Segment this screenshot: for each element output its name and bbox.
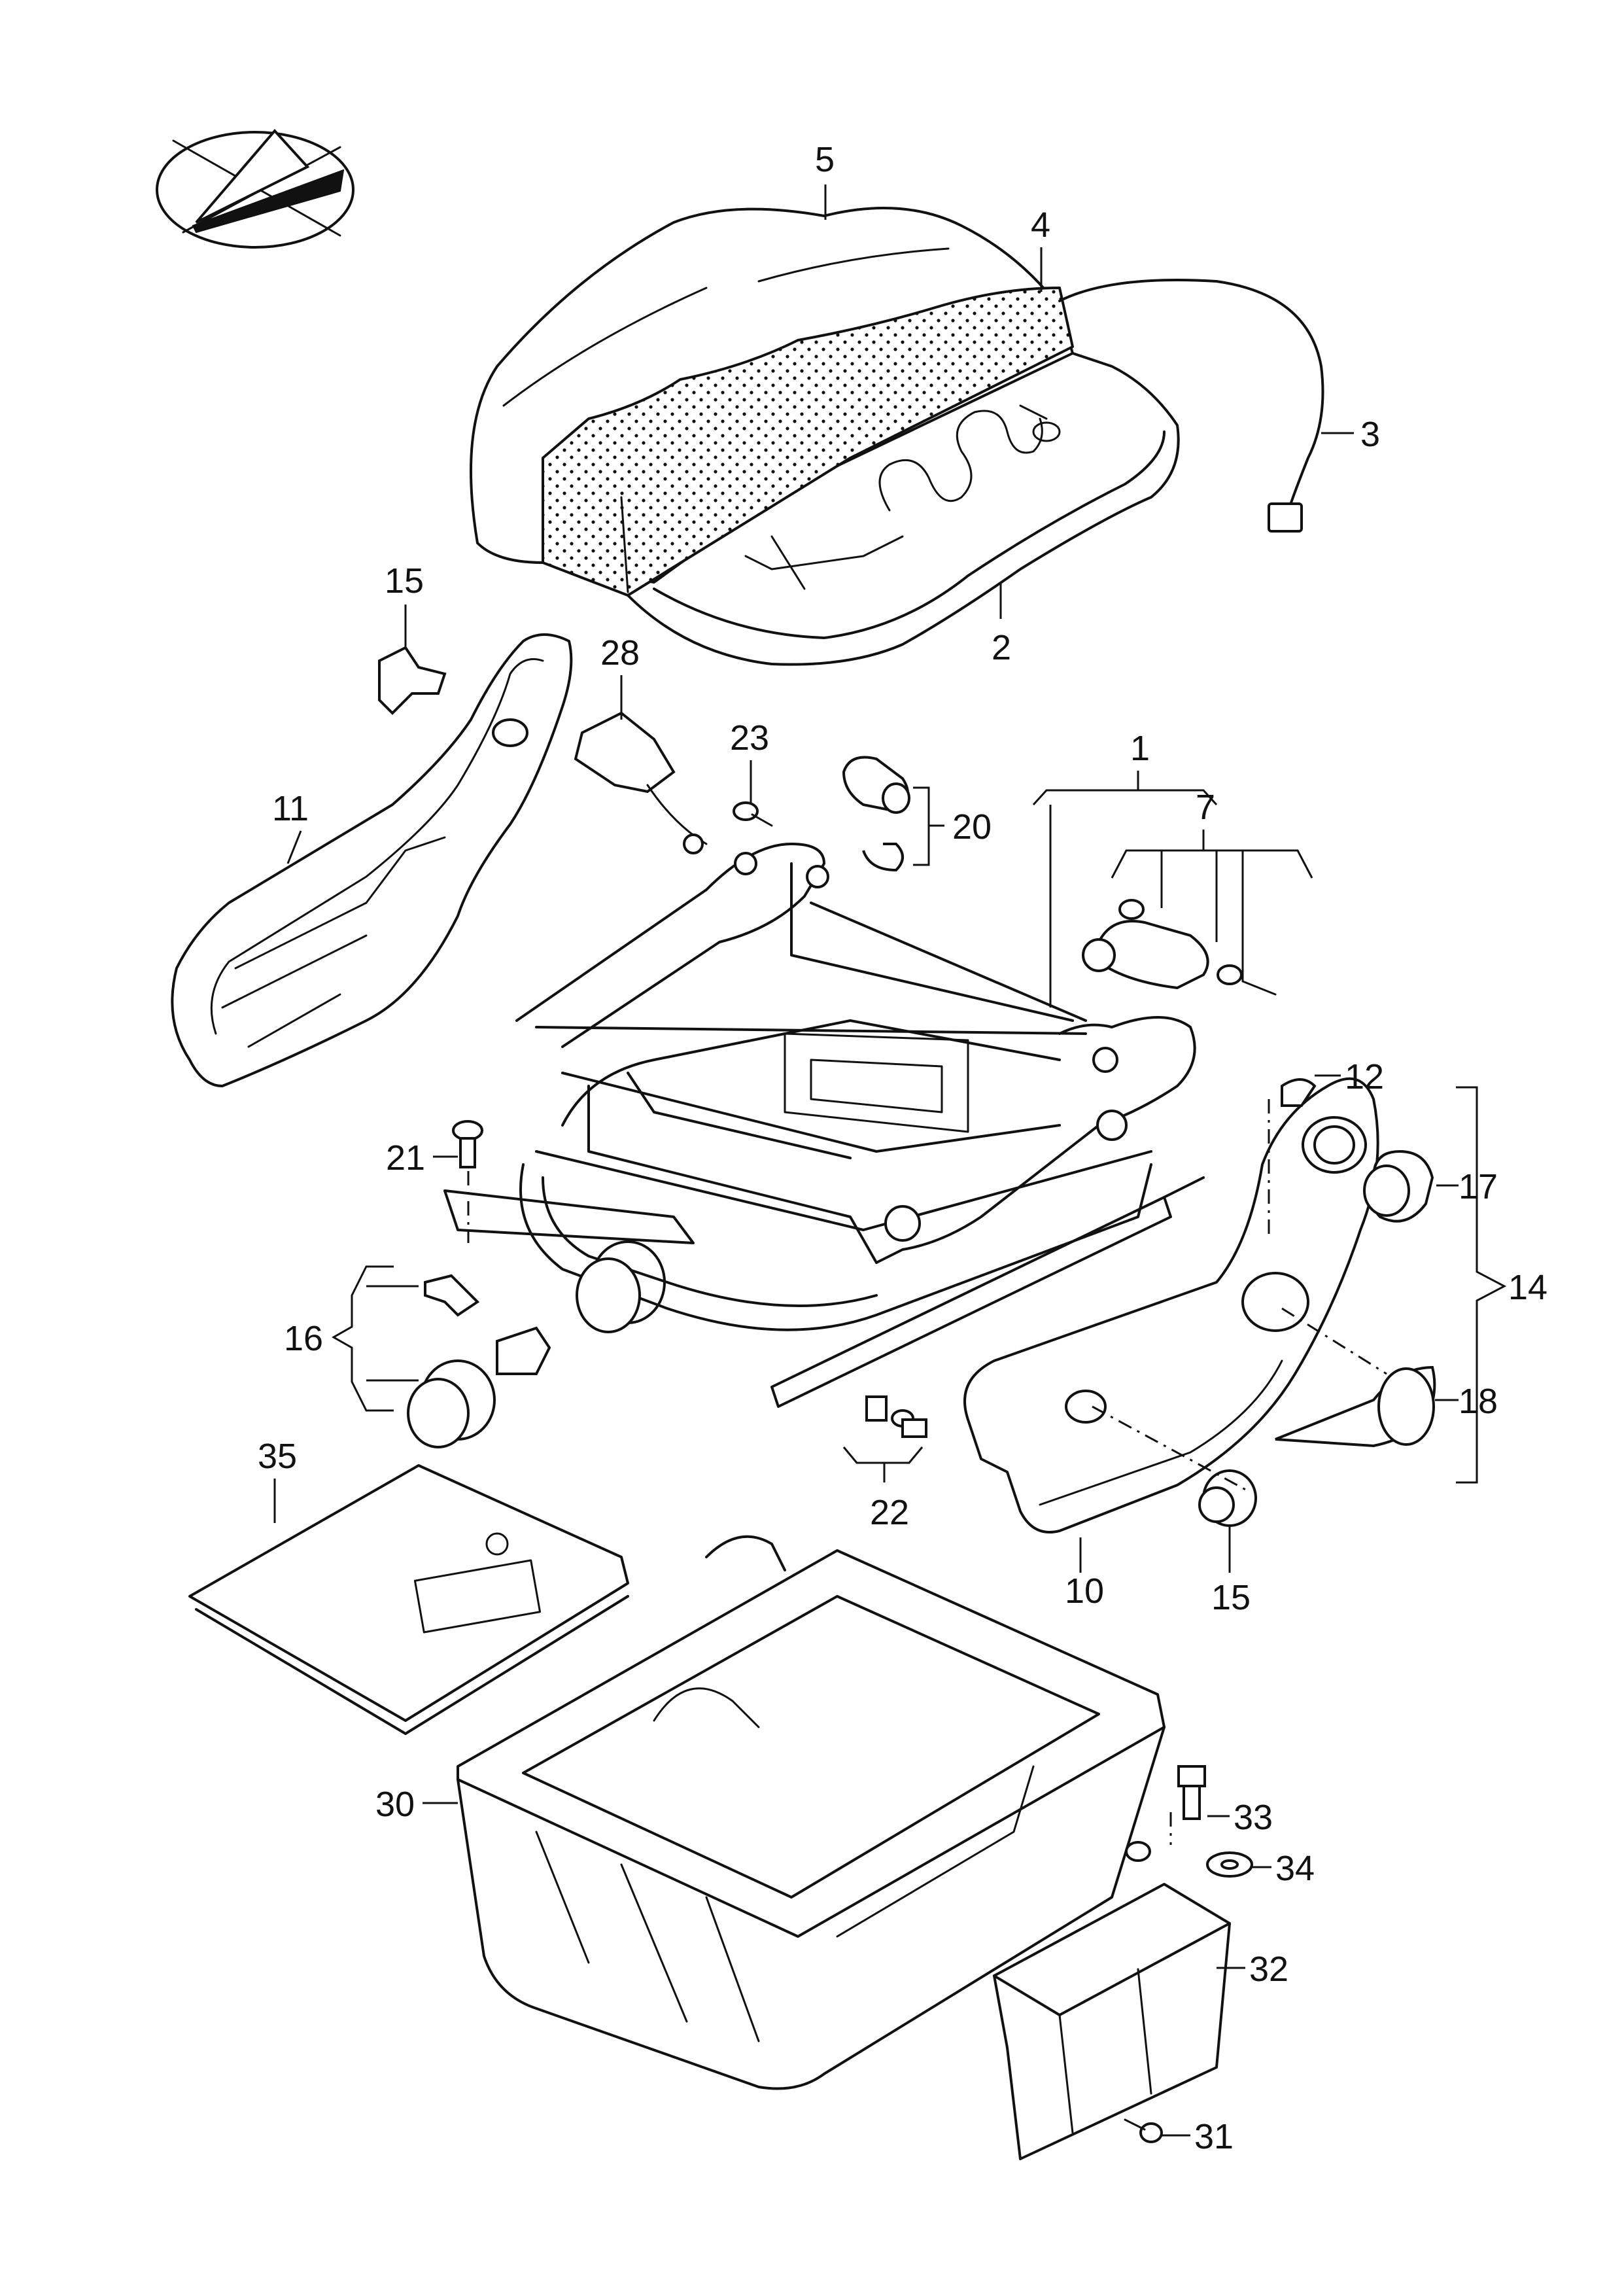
callout-23: 23 bbox=[730, 718, 769, 758]
leader-lines bbox=[273, 184, 1507, 2137]
screw-part-31 bbox=[1124, 2118, 1163, 2143]
seat-rail-part bbox=[443, 1176, 1205, 1408]
side-trim-panel-left bbox=[171, 633, 573, 1087]
nut-screw-part-22 bbox=[865, 1395, 927, 1438]
lever-part-18 bbox=[1275, 1365, 1436, 1448]
seat-frame-part bbox=[515, 843, 1196, 1331]
sleeve-part-20 bbox=[842, 756, 910, 872]
screw-part-21 bbox=[452, 1120, 483, 1168]
callout-4: 4 bbox=[1031, 205, 1050, 245]
callout-labels: 5 4 3 2 15 28 23 1 20 7 11 12 21 17 14 1… bbox=[258, 140, 1547, 2156]
base-tray-part bbox=[457, 1535, 1166, 2090]
callout-16: 16 bbox=[284, 1319, 323, 1358]
callout-30: 30 bbox=[375, 1785, 415, 1824]
orientation-symbol-icon bbox=[156, 128, 354, 249]
washer-part-34 bbox=[1206, 1851, 1253, 1878]
knob-part-17 bbox=[1363, 1149, 1434, 1223]
callout-32: 32 bbox=[1249, 1950, 1288, 1989]
handwheel-part-16 bbox=[407, 1240, 666, 1448]
callout-1: 1 bbox=[1130, 729, 1150, 768]
knob-part-15-bottom bbox=[1198, 1469, 1257, 1527]
callout-35: 35 bbox=[258, 1437, 297, 1476]
cap-part-12 bbox=[1281, 1078, 1317, 1107]
callout-17: 17 bbox=[1459, 1167, 1498, 1206]
screw-part-23 bbox=[733, 801, 773, 827]
foam-pad-part bbox=[542, 287, 1074, 597]
side-panel-right bbox=[963, 1077, 1379, 1533]
callout-7: 7 bbox=[1196, 788, 1215, 827]
callout-31: 31 bbox=[1194, 2117, 1234, 2156]
callout-2: 2 bbox=[992, 628, 1011, 667]
bolt-part-33 bbox=[1177, 1765, 1206, 1820]
callout-15-bottom: 15 bbox=[1211, 1578, 1251, 1617]
callout-28: 28 bbox=[600, 633, 640, 673]
callout-12: 12 bbox=[1345, 1057, 1384, 1096]
heater-cable-part bbox=[1058, 279, 1324, 533]
callout-11: 11 bbox=[272, 789, 309, 828]
callout-10: 10 bbox=[1065, 1571, 1104, 1611]
callout-20: 20 bbox=[952, 807, 992, 847]
clip-part-top bbox=[378, 646, 447, 715]
callout-14: 14 bbox=[1508, 1268, 1547, 1307]
callout-5: 5 bbox=[815, 140, 835, 179]
belt-buckle-part bbox=[574, 711, 708, 854]
callout-22: 22 bbox=[870, 1493, 909, 1532]
storage-box-part bbox=[993, 1883, 1231, 2160]
callout-15-top: 15 bbox=[385, 561, 424, 601]
callout-34: 34 bbox=[1275, 1849, 1315, 1888]
callout-18: 18 bbox=[1459, 1382, 1498, 1421]
seat-pan-part bbox=[627, 352, 1180, 666]
callout-33: 33 bbox=[1234, 1798, 1273, 1837]
callout-21: 21 bbox=[386, 1138, 425, 1178]
callout-3: 3 bbox=[1360, 415, 1380, 454]
base-plate-part bbox=[188, 1464, 629, 1735]
motor-part-7 bbox=[1082, 899, 1277, 996]
